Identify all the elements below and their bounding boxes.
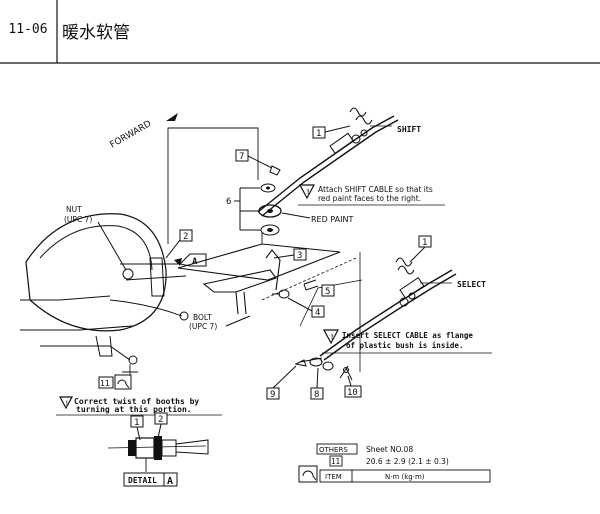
nut-label: NUT [66,205,82,214]
unit-label: N·m (kg·m) [385,473,425,481]
callout-3: 3 [273,248,307,261]
callout-9: 9 [266,365,297,400]
svg-text:7: 7 [239,152,244,162]
forward-arrow-icon [166,113,178,121]
svg-text:!: ! [330,333,334,341]
svg-text:1: 1 [134,418,139,428]
red-paint-label: RED PAINT [311,215,353,224]
nut-label-group: NUT (UPC 7) [64,205,127,271]
callout-11: 11 [98,374,132,390]
svg-text:Insert SELECT CABLE as flange: Insert SELECT CABLE as flange [342,331,473,340]
callout-7: 7 [235,149,273,169]
insert-note: ! Insert SELECT CABLE as flange of plast… [322,329,492,354]
select-cable [319,257,457,361]
sheet-label: Sheet NO.08 [366,445,413,454]
svg-text:5: 5 [325,287,330,297]
red-paint-pointer: RED PAINT [281,212,353,224]
svg-text:4: 4 [315,308,320,318]
bolt-5: 5 [303,279,335,297]
header-bar: 11-06 暖水软管 [0,0,600,64]
svg-text:turning at this portion.: turning at this portion. [76,404,192,414]
bolt-label-group: BOLT (UPC 7) [189,313,251,331]
attach-note: ! Attach SHIFT CABLE so that its red pai… [298,184,445,206]
svg-text:10: 10 [347,388,358,398]
callout-8: 8 [310,367,324,400]
svg-text:!: ! [65,400,69,407]
svg-text:2: 2 [183,232,188,242]
warning-triangle-icon [298,184,316,200]
detail-a-drawing: 1 2 [107,412,209,472]
page-title: 暖水软管 [62,23,130,43]
svg-text:9: 9 [270,390,275,400]
svg-text:A: A [192,257,198,267]
select-cable-end [294,357,353,381]
callout-6: 6 [226,187,261,231]
torque-wrench-icon [298,465,318,483]
item-label: ITEM [325,473,342,481]
detail-letter: A [167,476,173,487]
warning-triangle-icon [58,396,74,410]
torque-table: OTHERS Sheet NO.08 11 20.6 ± 2.9 (2.1 ± … [298,443,491,483]
others-label: OTHERS [319,446,348,454]
section-code: 11-06 [8,22,48,37]
detail-a-caption: DETAIL A [123,472,178,487]
forward-label: FORWARD [109,119,154,151]
callout-10: 10 [344,375,362,398]
shift-cable [257,107,399,217]
svg-text:1: 1 [422,238,427,248]
warning-triangle-icon [322,329,340,345]
shift-label: SHIFT [397,125,421,134]
bolt-label: BOLT [193,313,212,322]
svg-text:2: 2 [158,415,163,425]
washer-stack [258,165,282,236]
shift-linkage [167,127,363,372]
svg-text:11: 11 [100,379,110,388]
svg-text:!: ! [306,188,310,196]
callout-2: 2 [165,229,193,259]
view-a-marker: A [174,253,207,267]
svg-text:of plastic bush is inside.: of plastic bush is inside. [346,341,463,350]
svg-text:red paint faces to the right.: red paint faces to the right. [318,194,421,203]
select-label: SELECT [457,280,486,289]
nut-4: 4 [272,289,325,318]
svg-text:3: 3 [297,251,302,261]
correct-twist-note: ! Correct twist of booths by turning at … [56,396,222,416]
svg-text:Correct twist of booths by: Correct twist of booths by [74,396,199,406]
callout-select-1: 1 [409,235,432,263]
svg-text:1: 1 [316,129,321,139]
detail-label: DETAIL [128,476,157,485]
nut-upc-label: (UPC 7) [64,215,92,224]
row-id: 11 [331,457,340,466]
svg-text:8: 8 [314,390,319,400]
bolt-upc-label: (UPC 7) [189,322,217,331]
svg-text:Attach SHIFT CABLE so that its: Attach SHIFT CABLE so that its [318,185,433,194]
header-frame [0,0,600,64]
callout-shift-1: 1 [312,125,351,139]
torque-value: 20.6 ± 2.9 (2.1 ± 0.3) [366,457,449,466]
transmission-housing [20,213,189,378]
svg-text:6: 6 [226,197,231,207]
